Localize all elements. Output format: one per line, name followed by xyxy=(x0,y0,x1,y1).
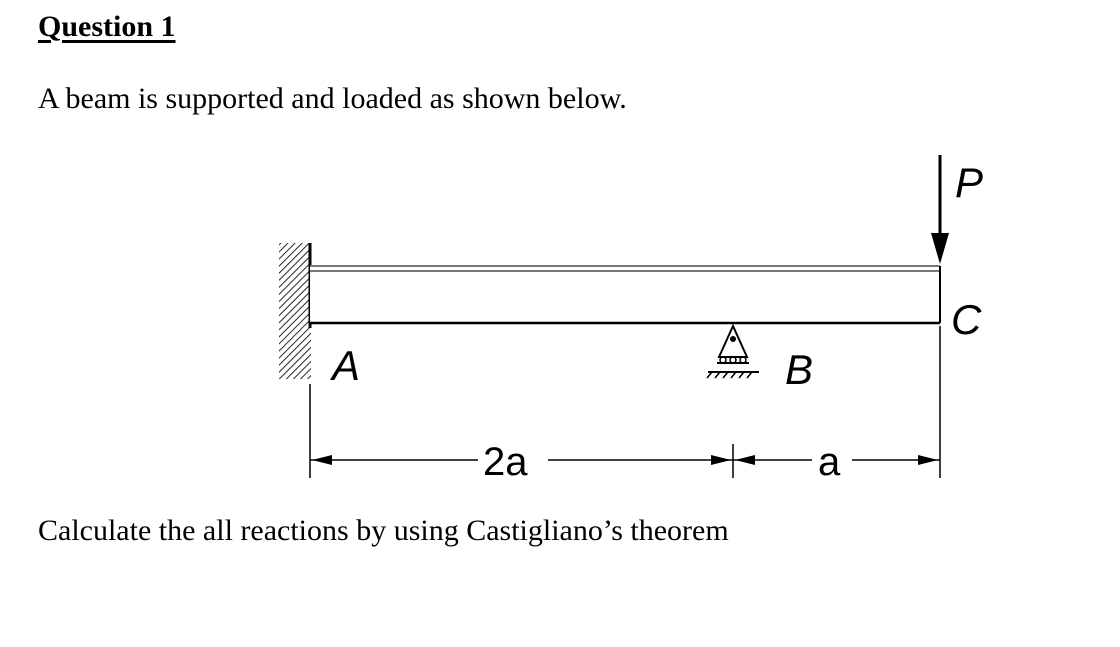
fixed-wall-support xyxy=(279,243,312,379)
question-prompt: Calculate the all reactions by using Cas… xyxy=(38,514,729,547)
point-load-arrow xyxy=(931,155,949,264)
point-b-label: B xyxy=(785,346,813,393)
beam xyxy=(310,265,941,325)
point-a-label: A xyxy=(329,342,360,389)
dimension-arrows xyxy=(312,455,938,465)
roller-support xyxy=(706,323,759,379)
dimension-lines xyxy=(309,326,941,478)
span-bc-label: a xyxy=(818,440,841,484)
point-c-label: C xyxy=(951,296,982,343)
load-label: P xyxy=(955,159,983,206)
problem-statement: A beam is supported and loaded as shown … xyxy=(38,82,627,115)
question-heading: Question 1 xyxy=(38,10,176,43)
span-ab-label: 2a xyxy=(483,440,528,484)
